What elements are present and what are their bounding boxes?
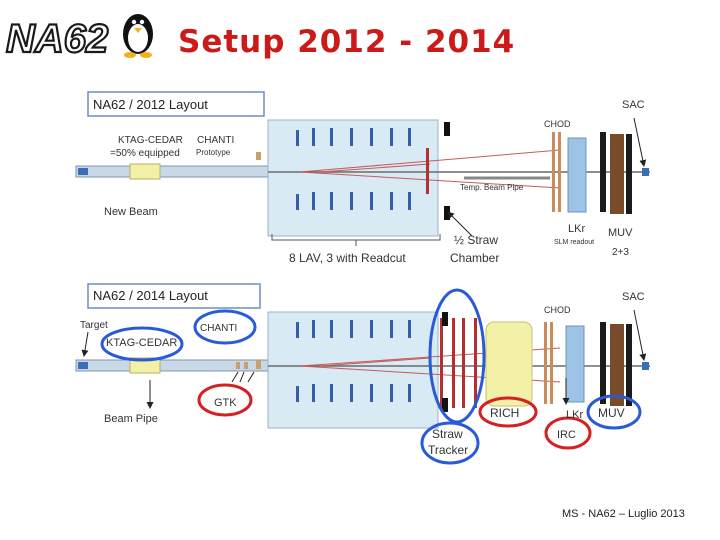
penguin-icon	[123, 14, 153, 58]
straw-tracker-label-highlight	[420, 421, 480, 465]
chod-2014-label: CHOD	[544, 305, 571, 315]
chanti-2014-label: CHANTI	[200, 323, 237, 334]
straw-2012-label-2: Chamber	[450, 251, 499, 265]
beam-line-2012	[75, 165, 277, 178]
straw-2012-arrow	[447, 211, 473, 237]
irc-highlight	[544, 416, 592, 450]
muv-2012-front	[600, 132, 606, 212]
layout-2012-title-box	[87, 91, 265, 117]
layout-2014-title: NA62 / 2014 Layout	[93, 288, 208, 303]
logo-text: NA62	[6, 17, 108, 61]
straw-tracker-label-1: Straw	[432, 427, 463, 441]
na62-logo: NA62	[5, 14, 153, 62]
muv-2014-label: MUV	[598, 406, 625, 420]
temp-pipe-2012-label: Temp. Beam Pipe	[460, 183, 524, 192]
sac-2014	[642, 362, 649, 370]
irc-label: IRC	[557, 429, 576, 441]
lav-2012-label: 8 LAV, 3 with Readcut	[289, 251, 406, 265]
sac-2012	[642, 168, 649, 176]
chanti-2014-highlight	[193, 309, 257, 345]
gtk-label: GTK	[214, 397, 237, 409]
muv-2014-highlight	[586, 394, 642, 430]
ktag-2014-highlight	[100, 326, 184, 362]
lav-stations-2012	[296, 128, 411, 210]
footer-text: MS - NA62 – Luglio 2013	[562, 508, 685, 520]
straw-tracker-chambers	[440, 312, 477, 412]
layout-2014-title-box	[87, 283, 261, 309]
straw-tracker-label-2: Tracker	[428, 443, 468, 457]
muv-2012	[610, 134, 624, 214]
straw-2012-label-1: ½ Straw	[454, 233, 498, 247]
lkr-2012-label: LKr	[568, 223, 585, 235]
beam-pipe-2014-label: Beam Pipe	[104, 413, 158, 425]
straw-tracker-highlight	[428, 288, 486, 424]
muv-2014	[610, 324, 624, 406]
straw-2012	[426, 148, 429, 194]
chanti-2012-label: CHANTI	[197, 135, 234, 146]
gtk-stations	[236, 362, 240, 369]
chod-2012	[552, 132, 555, 212]
rich-label: RICH	[490, 406, 519, 420]
lkr-2014-label: LKr	[566, 409, 583, 421]
ktag-2012-label: KTAG-CEDAR	[118, 135, 183, 146]
beam-target-2014	[78, 362, 88, 369]
ktag-2012	[129, 163, 161, 180]
ktag-2014-label: KTAG-CEDAR	[106, 337, 177, 349]
straw-2012-marker-top	[444, 122, 450, 136]
layout-2014: NA62 / 2014 Layout Target KTAG-CEDAR CHA…	[75, 283, 650, 465]
page-title: Setup 2012 - 2014	[178, 24, 516, 60]
muv-2012-label: MUV	[608, 227, 633, 239]
ktag-2012-sublabel: =50% equipped	[110, 148, 180, 159]
lav-bracket-2012	[271, 234, 441, 246]
beam-target-2012	[78, 168, 88, 175]
straw-2012-marker-bottom	[444, 206, 450, 220]
muv-2014-front	[600, 322, 606, 404]
chod-2014	[544, 322, 547, 404]
beam-2012-label: New Beam	[104, 206, 158, 218]
rich-vessel	[485, 321, 533, 407]
sac-2012-label: SAC	[622, 99, 645, 111]
muv-2012-sublabel: 2+3	[612, 247, 629, 258]
lav-stations-2014	[296, 320, 411, 402]
gtk-highlight	[197, 383, 253, 417]
rich-highlight	[478, 396, 538, 428]
layout-2012-title: NA62 / 2012 Layout	[93, 97, 208, 112]
lkr-2012-sublabel: SLM readout	[554, 239, 594, 246]
sac-2014-label: SAC	[622, 291, 645, 303]
target-2014-label: Target	[80, 320, 108, 331]
chanti-2012-sublabel: Prototype	[196, 148, 231, 157]
decay-tracks-2012	[299, 149, 561, 189]
layout-2012: NA62 / 2012 Layout KTAG-CEDAR =50% equip…	[75, 91, 650, 265]
lkr-2012	[567, 137, 587, 213]
lkr-2014	[565, 325, 585, 403]
ktag-2014	[129, 357, 161, 374]
chod-2012-label: CHOD	[544, 119, 571, 129]
chanti-2012-mark	[256, 152, 261, 160]
